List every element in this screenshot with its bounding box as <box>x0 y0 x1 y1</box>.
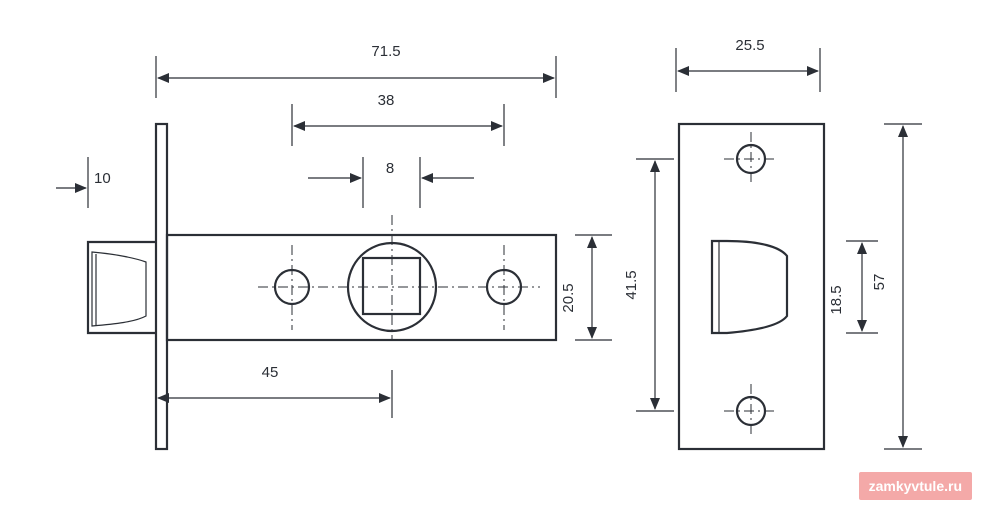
dimension-strike-latch-opening: 18.5 <box>828 240 878 334</box>
dimension-overall-length: 71.5 <box>155 43 557 98</box>
dimension-strike-width: 25.5 <box>675 37 821 92</box>
dimension-square-spindle: 8 <box>308 157 474 208</box>
dim-overall-length-label: 71.5 <box>371 43 400 60</box>
dim-faceplate-thickness-label: 10 <box>94 170 111 187</box>
square-spindle-hole <box>361 256 422 316</box>
dim-body-height-label: 20.5 <box>560 283 577 312</box>
strike-plate <box>677 122 826 451</box>
dimension-hole-spacing: 38 <box>291 92 505 146</box>
dim-square-spindle-label: 8 <box>386 160 394 177</box>
dim-hole-spacing-label: 38 <box>378 92 395 109</box>
strike-latch-opening <box>710 239 789 335</box>
latch-side-view <box>86 122 558 451</box>
dim-strike-latch-opening-label: 18.5 <box>828 285 845 314</box>
strike-plate-view <box>677 122 826 451</box>
dimension-backset: 45 <box>157 364 393 418</box>
dimension-strike-hole-spacing: 41.5 <box>623 158 674 412</box>
dimension-faceplate-thickness: 10 <box>56 157 111 208</box>
dim-backset-label: 45 <box>262 364 279 381</box>
latch-body <box>165 233 558 342</box>
dim-strike-height-label: 57 <box>871 274 888 291</box>
dim-strike-hole-spacing-label: 41.5 <box>623 270 640 299</box>
site-watermark: zamkyvtule.ru <box>858 472 972 500</box>
dimension-body-height: 20.5 <box>560 234 612 341</box>
faceplate <box>154 122 169 451</box>
latch-bolt <box>86 240 156 335</box>
dimension-strike-height: 57 <box>871 123 922 450</box>
dim-strike-width-label: 25.5 <box>735 37 764 54</box>
